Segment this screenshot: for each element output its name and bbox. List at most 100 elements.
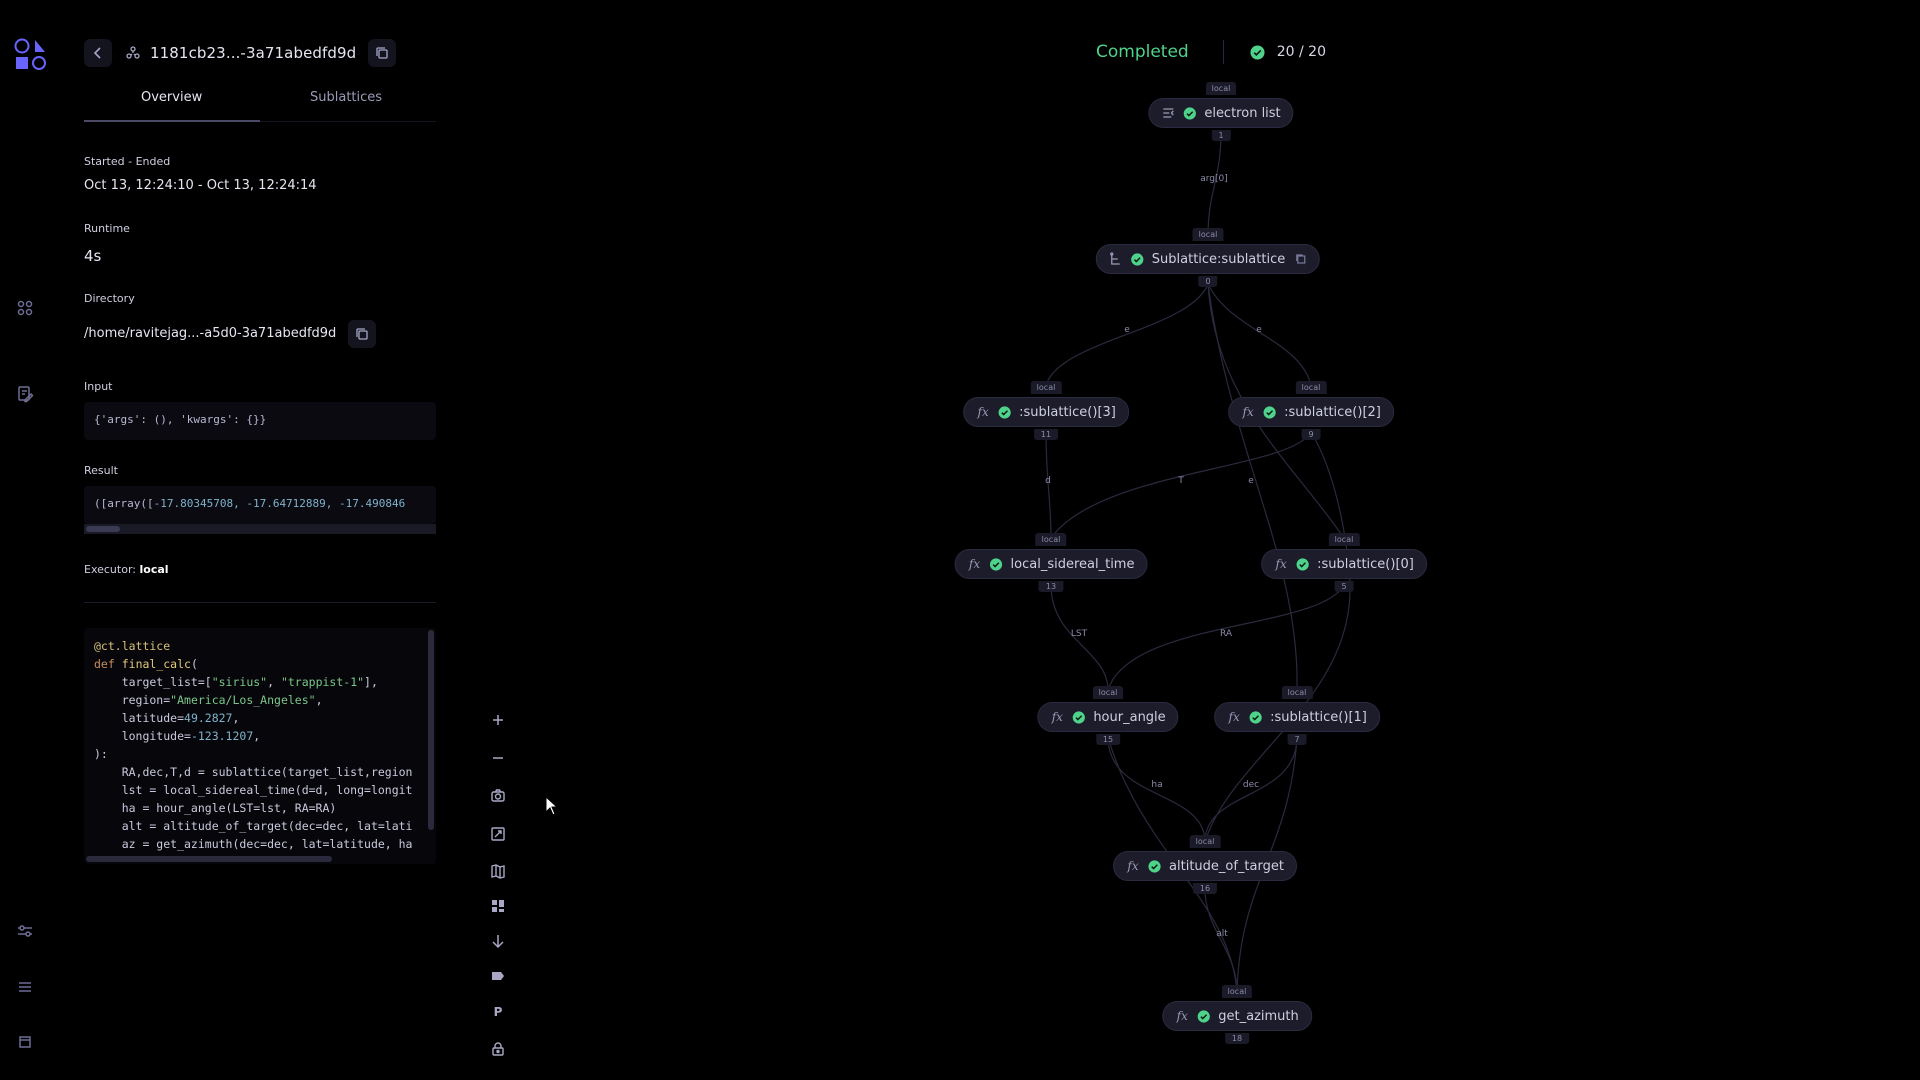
layout-button[interactable] xyxy=(484,892,512,920)
node-name: Sublattice:sublattice xyxy=(1151,251,1286,267)
lock-icon xyxy=(492,1042,504,1056)
source-line: ): xyxy=(94,747,108,761)
node-index-tag: 11 xyxy=(1033,429,1059,440)
node-altitude-of-target[interactable]: local fx altitude_of_target 16 xyxy=(1113,835,1297,894)
node-sublattice-1[interactable]: local fx :sublattice()[1] 7 xyxy=(1214,686,1380,745)
label-icon xyxy=(492,972,504,980)
node-electron-list[interactable]: local electron list 1 xyxy=(1148,82,1294,141)
source-line: alt = altitude_of_target(dec=dec, lat=la… xyxy=(94,819,413,833)
source-line: longitude=-123.1207, xyxy=(94,729,261,743)
panel-header: 1181cb23...-3a71abedfd9d xyxy=(84,38,436,68)
node-executor-tag: local xyxy=(1205,82,1237,95)
result-scrollbar[interactable] xyxy=(84,524,436,534)
function-icon: fx xyxy=(977,405,989,419)
edit-document-icon[interactable] xyxy=(14,383,36,405)
input-value-box: {'args': (), 'kwargs': {}} xyxy=(84,402,436,440)
edge-label: ha xyxy=(1151,780,1163,790)
node-get-azimuth[interactable]: local fx get_azimuth 18 xyxy=(1162,985,1312,1044)
details-panel: 1181cb23...-3a71abedfd9d Overview Sublat… xyxy=(84,0,436,1080)
node-local-sidereal-time[interactable]: local fx local_sidereal_time 13 xyxy=(954,533,1148,592)
electron-list-icon xyxy=(1161,106,1175,120)
check-circle-icon xyxy=(1296,557,1309,571)
labels-button[interactable] xyxy=(484,962,512,990)
input-value: {'args': (), 'kwargs': {}} xyxy=(94,413,267,426)
dispatch-status: Completed 20 / 20 xyxy=(1096,40,1326,64)
status-text: Completed xyxy=(1096,42,1189,62)
node-sublattice-3[interactable]: local fx :sublattice()[3] 11 xyxy=(963,381,1129,440)
active-tab-indicator xyxy=(84,120,260,122)
copy-icon xyxy=(376,47,388,59)
zoom-in-button[interactable] xyxy=(484,706,512,734)
node-index-tag: 5 xyxy=(1334,581,1354,592)
input-label: Input xyxy=(84,380,113,393)
function-icon: fx xyxy=(1242,405,1254,419)
function-icon: fx xyxy=(1176,1009,1188,1023)
check-circle-icon xyxy=(1249,710,1262,724)
node-name: :sublattice()[1] xyxy=(1270,709,1367,725)
source-line: region="America/Los_Angeles", xyxy=(94,693,323,707)
source-code-viewer[interactable]: @ct.lattice def final_calc( target_list=… xyxy=(84,628,436,864)
window-icon[interactable] xyxy=(14,1031,36,1053)
source-line: @ct.lattice xyxy=(94,639,171,653)
open-sublattice-icon[interactable] xyxy=(1295,253,1307,265)
edge-label: e xyxy=(1256,325,1262,335)
node-executor-tag: local xyxy=(1295,381,1327,394)
node-hour-angle[interactable]: local fx hour_angle 15 xyxy=(1037,686,1179,745)
map-icon xyxy=(491,864,505,879)
copy-dispatch-id-button[interactable] xyxy=(368,39,397,67)
lock-button[interactable] xyxy=(484,1035,512,1063)
node-executor-tag: local xyxy=(1189,835,1221,848)
result-scroll-thumb[interactable] xyxy=(86,526,120,532)
node-name: electron list xyxy=(1204,105,1281,121)
zoom-out-button[interactable] xyxy=(484,744,512,772)
covalent-logo[interactable] xyxy=(14,38,48,72)
fit-view-button[interactable] xyxy=(484,820,512,848)
dashboard-icon[interactable] xyxy=(14,297,36,319)
result-label: Result xyxy=(84,464,118,477)
mouse-cursor-icon xyxy=(545,796,559,816)
edge-label: d xyxy=(1045,476,1051,486)
direction-button[interactable] xyxy=(484,927,512,955)
node-executor-tag: local xyxy=(1281,686,1313,699)
p-letter-icon: P xyxy=(493,1005,503,1019)
tab-overview[interactable]: Overview xyxy=(141,90,203,105)
source-line: target_list=["sirius", "trappist-1"], xyxy=(94,675,378,689)
result-prefix: ([array([ xyxy=(94,497,154,510)
copy-icon xyxy=(356,328,368,340)
params-button[interactable]: P xyxy=(484,998,512,1026)
list-icon[interactable] xyxy=(14,976,36,998)
directory-value: /home/ravitejag...-a5d0-3a71abedfd9d xyxy=(84,326,337,341)
function-icon: fx xyxy=(968,557,981,571)
nav-rail xyxy=(0,0,60,1080)
chevron-left-icon xyxy=(93,47,101,59)
check-circle-icon xyxy=(998,405,1011,419)
result-numbers: -17.80345708, -17.64712889, -17.490846 xyxy=(153,497,406,510)
tab-sublattices[interactable]: Sublattices xyxy=(310,90,383,105)
node-name: :sublattice()[3] xyxy=(1019,404,1116,420)
back-button[interactable] xyxy=(84,39,112,67)
copy-directory-button[interactable] xyxy=(348,320,376,348)
lattice-icon xyxy=(126,46,140,60)
node-name: hour_angle xyxy=(1093,709,1166,725)
node-index-tag: 18 xyxy=(1224,1033,1250,1044)
edge-label: e xyxy=(1124,325,1130,335)
source-horizontal-scrollbar[interactable] xyxy=(86,856,332,862)
source-line: ha = hour_angle(LST=lst, RA=RA) xyxy=(94,801,337,815)
minimap-button[interactable] xyxy=(484,857,512,885)
node-sublattice-2[interactable]: local fx :sublattice()[2] 9 xyxy=(1228,381,1394,440)
source-vertical-scrollbar[interactable] xyxy=(428,630,434,830)
executor-label: Executor: xyxy=(84,563,136,576)
edge-label: alt xyxy=(1216,929,1228,939)
node-sublattice[interactable]: local Sublattice:sublattice 0 xyxy=(1095,228,1321,287)
node-name: altitude_of_target xyxy=(1169,858,1284,874)
sliders-icon[interactable] xyxy=(14,920,36,942)
edge-label: dec xyxy=(1242,780,1260,790)
plus-icon xyxy=(493,715,503,725)
arrow-down-icon xyxy=(492,935,504,949)
node-sublattice-0[interactable]: local fx :sublattice()[0] 5 xyxy=(1261,533,1427,592)
source-line: def final_calc( xyxy=(94,657,198,671)
node-index-tag: 0 xyxy=(1198,276,1218,287)
check-circle-icon xyxy=(1072,710,1085,724)
result-value-box: ([array([-17.80345708, -17.64712889, -17… xyxy=(84,486,436,524)
screenshot-button[interactable] xyxy=(484,782,512,810)
